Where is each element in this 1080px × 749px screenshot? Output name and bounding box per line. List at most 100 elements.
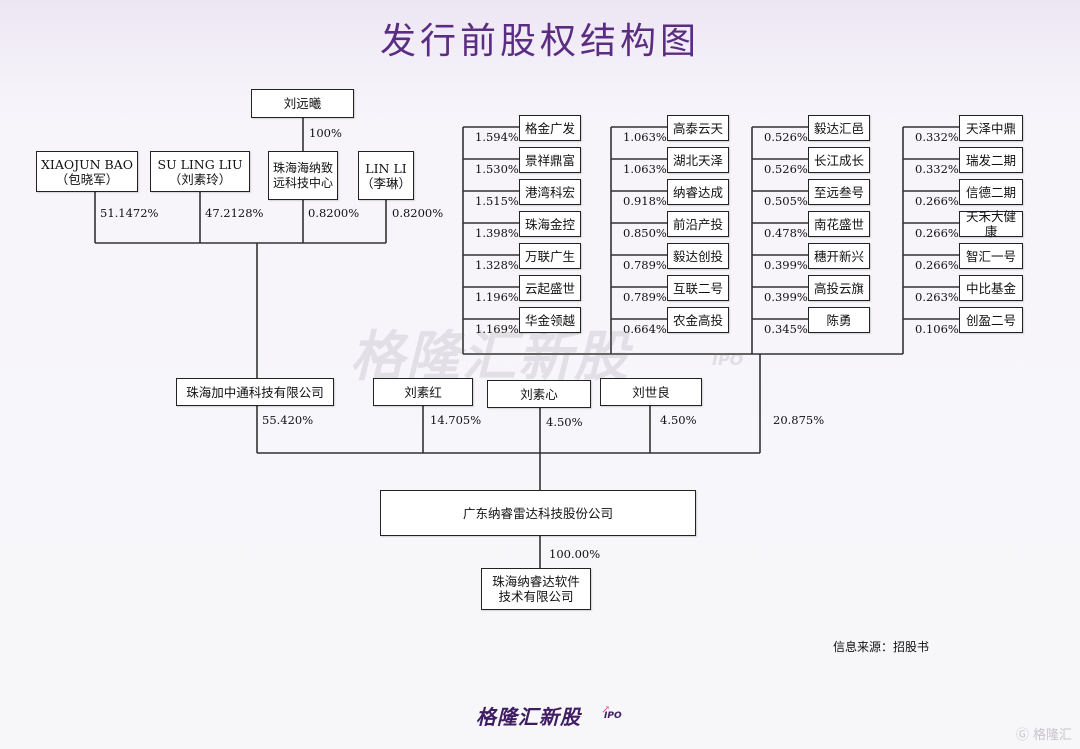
investor-pct: 1.169% (475, 322, 519, 336)
investor-name: 湖北天泽 (672, 152, 723, 168)
investor-name: 瑞发二期 (965, 152, 1016, 168)
investor-box: 互联二号 (667, 275, 729, 301)
watermark-text: 格隆汇新股 (350, 325, 630, 388)
founder-sub: （刘素玲） (168, 171, 232, 187)
investor-name: 万联广生 (524, 248, 575, 264)
investor-box: 高投云旗 (808, 275, 870, 301)
individual-pct: 14.705% (430, 413, 482, 427)
subsidiary-name: 珠海纳睿达软件技术有限公司 (492, 574, 580, 604)
holding-company-name: 珠海加中通科技有限公司 (186, 384, 324, 400)
source-note: 信息来源：招股书 (833, 640, 930, 654)
investor-pct: 0.332% (915, 130, 959, 144)
investor-pct: 1.328% (475, 258, 519, 272)
investor-name: 创盈二号 (965, 312, 1016, 328)
investor-pct: 0.266% (915, 194, 959, 208)
investor-name: 珠海金控 (524, 216, 575, 232)
investor-box: 毅达创投 (667, 243, 729, 269)
founder-sub: （李琳） (360, 175, 411, 191)
investor-pct: 1.530% (475, 162, 519, 176)
investor-box: 瑞发二期 (959, 147, 1023, 173)
footer-logo-arrow-icon: ↗ (601, 703, 611, 716)
investor-pct: 1.063% (623, 130, 667, 144)
investor-name: 港湾科宏 (524, 184, 575, 200)
investor-box: 中比基金 (959, 275, 1023, 301)
investor-name: 互联二号 (672, 280, 723, 296)
individual-pct: 4.50% (546, 415, 583, 429)
investor-box: 穗开新兴 (808, 243, 870, 269)
investor-name: 景祥鼎富 (524, 152, 575, 168)
investor-name: 信德二期 (965, 184, 1016, 200)
investor-box: 天泽中鼎 (959, 115, 1023, 141)
investor-box: 陈勇 (808, 307, 870, 333)
investor-pct: 0.850% (623, 226, 667, 240)
founder-pct: 0.8200% (392, 206, 444, 220)
investor-pct: 0.345% (764, 322, 808, 336)
investor-box: 华金领越 (519, 307, 581, 333)
page-title: 发行前股权结构图 (379, 21, 700, 62)
company-box: 广东纳睿雷达科技股份公司 (380, 490, 696, 536)
investor-box: 天禾大健康 (959, 209, 1023, 239)
investor-box: 前沿产投 (667, 211, 729, 237)
investor-pct: 1.196% (475, 290, 519, 304)
investor-box: 景祥鼎富 (519, 147, 581, 173)
investor-name: 格金广发 (524, 120, 575, 136)
investor-name: 农金高投 (672, 312, 723, 328)
investor-pct: 0.263% (915, 290, 959, 304)
founder-box: SU LING LIU （刘素玲） (150, 151, 250, 192)
investor-name: 天泽中鼎 (965, 120, 1016, 136)
investor-box: 纳睿达成 (667, 179, 729, 205)
investor-box: 至远叁号 (808, 179, 870, 205)
investor-pct: 0.505% (764, 194, 808, 208)
individual-box: 刘素心 (487, 380, 591, 408)
investor-pct: 0.332% (915, 162, 959, 176)
investor-box: 农金高投 (667, 307, 729, 333)
investor-pct: 0.399% (764, 258, 808, 272)
founder-name: XIAOJUN BAO (40, 156, 134, 172)
individual-pct: 4.50% (660, 413, 697, 427)
investor-pct: 0.918% (623, 194, 667, 208)
founder-name: 珠海海纳致远科技中心 (273, 161, 334, 190)
founder-box: 珠海海纳致远科技中心 (268, 151, 338, 200)
investor-pct: 0.106% (915, 322, 959, 336)
investor-box: 万联广生 (519, 243, 581, 269)
investor-pct: 0.789% (623, 258, 667, 272)
investor-name: 纳睿达成 (672, 184, 723, 200)
investor-pct: 0.789% (623, 290, 667, 304)
investor-name: 中比基金 (965, 280, 1016, 296)
founder-name: SU LING LIU (157, 156, 243, 172)
investor-box: 毅达汇邑 (808, 115, 870, 141)
investor-box: 智汇一号 (959, 243, 1023, 269)
individual-box: 刘素红 (373, 378, 473, 406)
footer-logo: 格隆汇新股 (476, 705, 581, 729)
watermark-sub: IPO (712, 350, 744, 369)
founder-name: LIN LI (365, 160, 407, 176)
investor-pct: 1.398% (475, 226, 519, 240)
investor-name: 长江成长 (813, 152, 864, 168)
subsidiary-pct: 100.00% (549, 547, 601, 561)
holding-company-box: 珠海加中通科技有限公司 (176, 378, 334, 406)
corner-logo-icon: Ⓖ (1015, 728, 1029, 743)
investor-pct: 0.478% (764, 226, 808, 240)
founder-pct: 47.2128% (205, 206, 264, 220)
investor-name: 高投云旗 (813, 280, 864, 296)
corner-logo-text: 格隆汇 (1032, 728, 1072, 743)
shareholder-pct: 100% (309, 126, 342, 140)
investor-pct: 1.063% (623, 162, 667, 176)
investor-pct: 0.266% (915, 226, 959, 240)
investor-name: 云起盛世 (524, 280, 575, 296)
investor-pct: 0.526% (764, 162, 808, 176)
investor-box: 珠海金控 (519, 211, 581, 237)
investor-name: 至远叁号 (813, 184, 864, 200)
investor-pct: 0.399% (764, 290, 808, 304)
investor-name: 天禾大健康 (965, 209, 1016, 239)
investor-pct: 1.594% (475, 130, 519, 144)
investor-name: 毅达汇邑 (813, 120, 864, 136)
investor-name: 前沿产投 (672, 216, 723, 232)
individual-name: 刘素心 (520, 386, 558, 402)
founder-box: XIAOJUN BAO （包晓军） (36, 151, 138, 192)
corner-logo: Ⓖ 格隆汇 (1016, 724, 1072, 743)
investor-box: 港湾科宏 (519, 179, 581, 205)
holding-company-pct: 55.420% (262, 413, 314, 427)
shareholder-name: 刘远曦 (283, 96, 322, 111)
investor-name: 毅达创投 (672, 248, 723, 264)
